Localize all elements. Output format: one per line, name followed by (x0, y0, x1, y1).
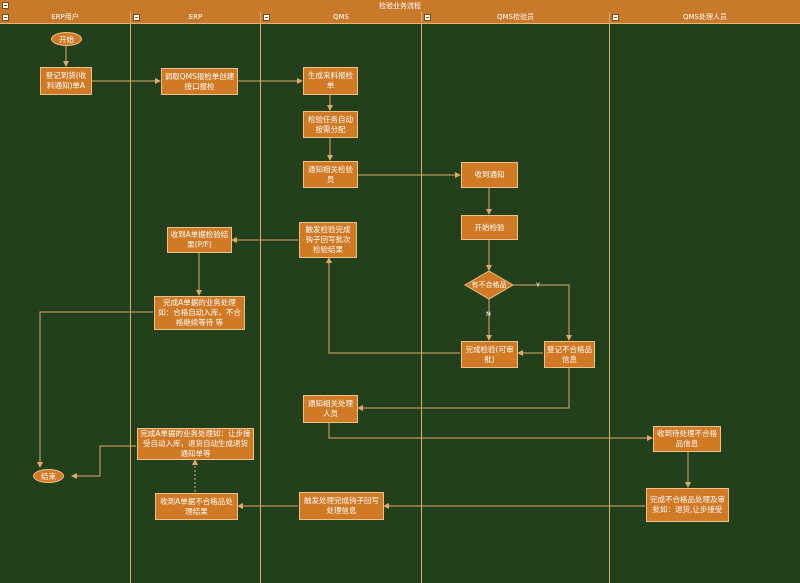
node-receive-result[interactable]: 收到A单据检验结果(P/F) (167, 227, 232, 253)
lane-header: ERP (131, 12, 260, 24)
lane-erp-user: ERP用户 (0, 12, 131, 583)
lane-title: ERP用户 (51, 13, 79, 21)
lane-header: QMS (261, 12, 421, 24)
lane-header: QMS检验员 (422, 12, 609, 24)
node-register-defect[interactable]: 登记不合格品信息 (544, 341, 595, 368)
edge-decision-n9 (513, 284, 572, 341)
node-complete-business[interactable]: 完成A单据的业务处理如：合格自动入库，不合格继续等待 等 (154, 296, 245, 330)
collapse-icon[interactable] (263, 14, 270, 21)
collapse-icon[interactable] (612, 14, 619, 21)
end-node[interactable]: 结束 (33, 469, 64, 483)
edge-label-yes: Y (536, 281, 540, 289)
node-notify-inspector[interactable]: 通知相关检验员 (303, 161, 358, 188)
edge-label-no: N (486, 310, 491, 318)
node-inspection-hook[interactable]: 触发检验完成钩子回写批次检验结果 (299, 222, 357, 258)
lane-title: QMS处理人员 (683, 13, 727, 21)
node-handle-defect[interactable]: 完成不合格品处理及审批如：退货,让步接受 (646, 488, 729, 522)
edge-n13-n14 (328, 423, 653, 441)
node-receive-notice[interactable]: 收到通知 (461, 162, 518, 188)
node-complete-inspection[interactable]: 完成检验(可审批) (461, 341, 518, 368)
lane-title: QMS (333, 13, 349, 21)
edge-n12-end (37, 311, 153, 468)
lane-title: ERP (188, 13, 203, 21)
lane-erp: ERP (131, 12, 261, 583)
decision-label: 有不合格品 (471, 281, 507, 289)
node-generate-inspection-order[interactable]: 生成来料报检单 (303, 67, 358, 95)
node-receive-handling-result[interactable]: 收到A单据不合格品处理结果 (155, 493, 238, 520)
collapse-icon[interactable] (133, 14, 140, 21)
collapse-icon[interactable] (424, 14, 431, 21)
node-register-receipt[interactable]: 登记到货(收料通知)单A (40, 67, 92, 95)
edge-n9-n13 (357, 368, 570, 411)
node-auto-assign[interactable]: 检验任务自动按需分配 (303, 111, 358, 138)
lane-header: ERP用户 (0, 12, 130, 24)
collapse-icon[interactable] (2, 2, 9, 9)
node-start-inspection[interactable]: 开始检验 (461, 215, 518, 240)
node-handle-hook[interactable]: 触发处理完成钩子回写处理信息 (299, 492, 384, 520)
edge-n18-end (71, 445, 136, 479)
edge-n8-n10 (326, 257, 460, 354)
lane-title: QMS检验员 (497, 13, 534, 21)
node-complete-business-2[interactable]: 完成A单据的业务处理如：让步接受自动入库，退货自动生成退货通知单等 (137, 428, 254, 460)
node-receive-defect[interactable]: 收到待处理不合格品信息 (653, 426, 721, 452)
node-call-qms-api[interactable]: 调取QMS报检单创建接口报检 (161, 68, 238, 95)
collapse-icon[interactable] (2, 14, 9, 21)
start-node[interactable]: 开始 (51, 32, 82, 46)
lane-header: QMS处理人员 (610, 12, 800, 24)
lane-qms: QMS (261, 12, 422, 583)
node-notify-handler[interactable]: 通知相关处理人员 (303, 395, 358, 423)
lane-qms-handler: QMS处理人员 (610, 12, 800, 583)
diagram-title: 检验业务流程 (379, 2, 421, 10)
decision-diamond (464, 270, 514, 300)
lane-qms-inspector: QMS检验员 (422, 12, 610, 583)
